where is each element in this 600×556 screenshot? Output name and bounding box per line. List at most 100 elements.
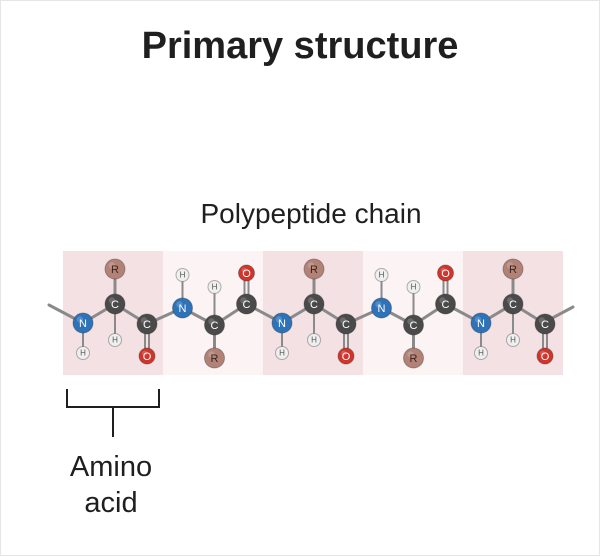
side-chain-group-label: R <box>509 264 517 276</box>
oxygen-atom-ball <box>238 264 255 282</box>
side-chain-group-ball <box>403 347 424 369</box>
side-chain-group-label: R <box>111 264 119 276</box>
hydrogen-atom-ball <box>374 268 389 282</box>
carbon-atom: C <box>104 293 126 315</box>
side-chain-group-highlight <box>208 351 215 358</box>
side-chain-group-ball <box>502 258 524 280</box>
nitrogen-atom-highlight <box>176 301 183 308</box>
hydrogen-atom-label: H <box>279 349 285 358</box>
hydrogen-atom-ball <box>474 346 488 360</box>
hydrogen-atom-label: H <box>379 271 385 280</box>
carbon-atom-ball <box>104 293 126 315</box>
amino-acid-label-line1: Amino <box>69 451 153 483</box>
carbon-atom-ball <box>204 314 225 336</box>
hydrogen-atom-label: H <box>80 349 86 358</box>
carbon-atom-highlight <box>208 318 215 325</box>
amino-acid-bracket <box>66 389 160 437</box>
nitrogen-atom: N <box>172 297 193 319</box>
nitrogen-atom: N <box>371 297 392 319</box>
nitrogen-atom-highlight <box>76 316 84 323</box>
carbon-atom-highlight <box>108 297 116 304</box>
carbon-atom-highlight <box>240 297 247 304</box>
side-chain-group-highlight <box>407 351 414 358</box>
nitrogen-atom-label: N <box>477 318 485 330</box>
hydrogen-atom-label: H <box>311 336 317 345</box>
oxygen-atom: O <box>337 347 355 365</box>
hydrogen-atom-ball <box>406 280 421 294</box>
oxygen-atom-highlight <box>341 350 347 356</box>
side-chain-group-ball <box>204 347 225 369</box>
oxygen-atom-ball <box>536 347 554 365</box>
carbon-atom-highlight <box>538 317 546 324</box>
nitrogen-atom: N <box>271 312 293 334</box>
hydrogen-atom: H <box>374 268 389 282</box>
carbon-atom-label: C <box>342 319 350 331</box>
oxygen-atom-highlight <box>241 267 247 273</box>
oxygen-atom-ball <box>437 264 454 282</box>
hydrogen-atom: H <box>307 333 321 347</box>
carbon-atom-ball <box>534 313 556 335</box>
carbon-atom: C <box>403 314 424 336</box>
hydrogen-atom-label: H <box>180 271 186 280</box>
diagram-title: Primary structure <box>141 25 459 67</box>
hydrogen-atom-label: H <box>510 336 516 345</box>
hydrogen-atom-ball <box>76 346 90 360</box>
oxygen-atom: O <box>437 264 454 282</box>
side-chain-group-ball <box>303 258 325 280</box>
oxygen-atom-label: O <box>242 268 251 280</box>
hydrogen-atom: H <box>76 346 90 360</box>
hydrogen-atom-ball <box>175 268 190 282</box>
carbon-atom-highlight <box>307 297 315 304</box>
nitrogen-atom-label: N <box>378 303 386 315</box>
oxygen-atom-label: O <box>342 351 351 363</box>
hydrogen-atom: H <box>506 333 520 347</box>
nitrogen-atom-ball <box>172 297 193 319</box>
amino-acid-label-line2: acid <box>84 487 138 519</box>
carbon-atom-highlight <box>140 317 148 324</box>
carbon-atom-label: C <box>442 299 450 311</box>
carbon-atom: C <box>335 313 357 335</box>
side-chain-group-label: R <box>310 264 318 276</box>
hydrogen-atom-ball <box>108 333 122 347</box>
carbon-atom-label: C <box>111 299 119 311</box>
hydrogen-atom: H <box>406 280 421 294</box>
oxygen-atom-ball <box>337 347 355 365</box>
carbon-atom-label: C <box>211 320 219 332</box>
side-chain-group: R <box>403 347 424 369</box>
hydrogen-atom-label: H <box>478 349 484 358</box>
hydrogen-atom: H <box>175 268 190 282</box>
carbon-atom-ball <box>236 293 257 315</box>
hydrogen-atom-label: H <box>112 336 118 345</box>
hydrogen-atom: H <box>474 346 488 360</box>
oxygen-atom-label: O <box>441 268 450 280</box>
oxygen-atom-highlight <box>440 267 446 273</box>
nitrogen-atom-ball <box>470 312 492 334</box>
nitrogen-atom-label: N <box>278 318 286 330</box>
side-chain-group: R <box>204 347 225 369</box>
nitrogen-atom: N <box>470 312 492 334</box>
carbon-atom-label: C <box>143 319 151 331</box>
hydrogen-atom-ball <box>506 333 520 347</box>
carbon-atom-ball <box>435 293 456 315</box>
hydrogen-atom: H <box>207 280 222 294</box>
carbon-atom-label: C <box>243 299 251 311</box>
carbon-atom: C <box>502 293 524 315</box>
carbon-atom-highlight <box>506 297 514 304</box>
nitrogen-atom-ball <box>72 312 94 334</box>
amino-acid-label: Amino acid <box>41 449 181 521</box>
carbon-atom-highlight <box>439 297 446 304</box>
hydrogen-atom: H <box>108 333 122 347</box>
oxygen-atom-highlight <box>142 350 148 356</box>
carbon-atom-label: C <box>410 320 418 332</box>
nitrogen-atom-highlight <box>375 301 382 308</box>
carbon-atom: C <box>303 293 325 315</box>
oxygen-atom-label: O <box>541 351 550 363</box>
carbon-atom-label: C <box>310 299 318 311</box>
carbon-atom-ball <box>403 314 424 336</box>
carbon-atom: C <box>435 293 456 315</box>
nitrogen-atom-label: N <box>79 318 87 330</box>
oxygen-atom-label: O <box>143 351 152 363</box>
